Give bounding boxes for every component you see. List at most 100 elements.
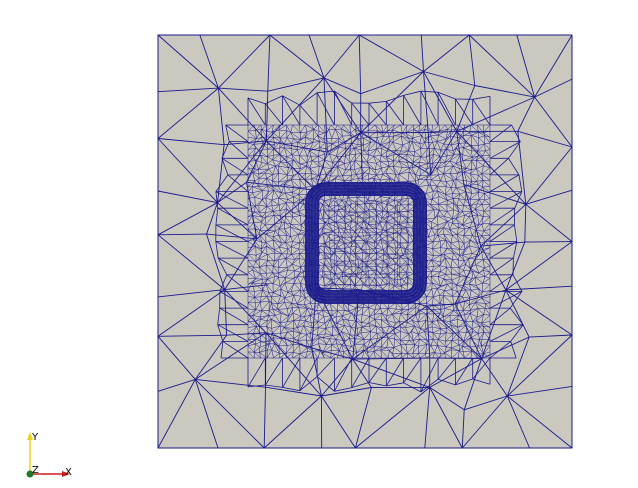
mesh-edge [258, 206, 267, 213]
mesh-edge [253, 222, 257, 229]
mesh-edge [298, 307, 301, 317]
mesh-edge [157, 234, 225, 290]
mesh-edge [309, 165, 320, 169]
mesh-edge [363, 343, 368, 349]
mesh-edge [345, 220, 352, 230]
mesh-edge [330, 166, 338, 177]
mesh-edge [354, 129, 359, 139]
mesh-edge [481, 336, 530, 360]
mesh-edge [272, 166, 276, 175]
mesh-edge [459, 295, 463, 298]
mesh-edge [328, 204, 339, 211]
mesh-edge [309, 147, 320, 152]
mesh-edge [318, 173, 327, 176]
mesh-edge [335, 243, 345, 249]
mesh-edge [433, 185, 438, 192]
mesh-edge [379, 160, 389, 167]
mesh-edge [388, 129, 393, 138]
mesh-edge [300, 290, 302, 297]
mesh-edge [441, 352, 445, 355]
mesh-edge [344, 242, 356, 254]
mesh-edge [481, 173, 491, 181]
mesh-edge [304, 136, 314, 143]
mesh-edge [271, 325, 281, 329]
mesh-edge [451, 124, 457, 130]
mesh-edge [450, 235, 453, 244]
mesh-edge [437, 210, 440, 216]
mesh-edge [318, 161, 324, 168]
mesh-edge [451, 143, 460, 145]
mesh-edge [405, 344, 408, 354]
mesh-edge [265, 191, 270, 199]
mesh-edge [360, 167, 365, 173]
mesh-edge [397, 253, 409, 265]
mesh-edge [363, 235, 365, 241]
mesh-edge [265, 242, 275, 250]
mesh-edge [457, 315, 459, 320]
mesh-edge [354, 236, 358, 241]
mesh-edge [272, 180, 279, 187]
mesh-edge [481, 314, 484, 324]
mesh-edge [323, 200, 335, 212]
mesh-edge [291, 187, 301, 193]
mesh-edge [481, 289, 507, 359]
mesh-edge [456, 185, 467, 189]
mesh-edge [368, 316, 370, 324]
mesh-edge [311, 160, 320, 167]
mesh-edge [419, 338, 428, 341]
mesh-edge [293, 328, 301, 334]
mesh-edge [437, 227, 444, 231]
mesh-edge [293, 352, 301, 355]
mesh-edge [374, 319, 377, 327]
mesh-edge [279, 282, 286, 287]
mesh-edge [443, 295, 454, 306]
mesh-edge [400, 276, 408, 281]
mesh-edge [366, 224, 369, 229]
mesh-edge [297, 142, 304, 148]
mesh-edge [450, 128, 457, 137]
mesh-edge [474, 230, 476, 237]
mesh-edge [462, 283, 470, 286]
mesh-edge [408, 233, 414, 238]
mesh-edge [397, 200, 409, 212]
domain-border [157, 34, 573, 449]
mesh-edge [389, 197, 395, 201]
mesh-edge [392, 255, 404, 260]
mesh-edge [306, 333, 311, 335]
mesh-edge [509, 291, 523, 309]
mesh-edge [476, 314, 484, 322]
mesh-edge [446, 181, 452, 188]
mesh-edge [392, 327, 401, 332]
mesh-edge [463, 184, 526, 205]
mesh-edge [370, 233, 377, 236]
mesh-edge [298, 211, 301, 216]
mesh-edge [325, 143, 333, 149]
mesh-edge [258, 172, 266, 175]
mesh-edge [325, 148, 330, 155]
mesh-edge [399, 150, 409, 155]
mesh-edge [360, 331, 371, 334]
mesh-edge [286, 175, 289, 181]
mesh-edge [271, 302, 273, 309]
mesh-edge [399, 255, 404, 258]
mesh-edge [472, 99, 491, 126]
mesh-edge [349, 273, 358, 277]
mesh-edge [392, 254, 396, 260]
mesh-edge [157, 87, 219, 93]
mesh-edge [357, 220, 364, 225]
mesh-edge [273, 141, 281, 150]
mesh-edge [278, 267, 288, 274]
mesh-edge [364, 167, 371, 173]
mesh-edge [470, 199, 480, 206]
mesh-edge [447, 200, 454, 204]
mesh-edge [265, 279, 268, 284]
mesh-edge [458, 297, 463, 302]
mesh-edge [247, 155, 256, 161]
mesh-edge [285, 258, 293, 265]
mesh-edge [334, 263, 346, 275]
mesh-edge [452, 193, 461, 199]
mesh-edge [360, 71, 424, 134]
mesh-edge [428, 234, 435, 238]
mesh-edge [291, 143, 298, 151]
